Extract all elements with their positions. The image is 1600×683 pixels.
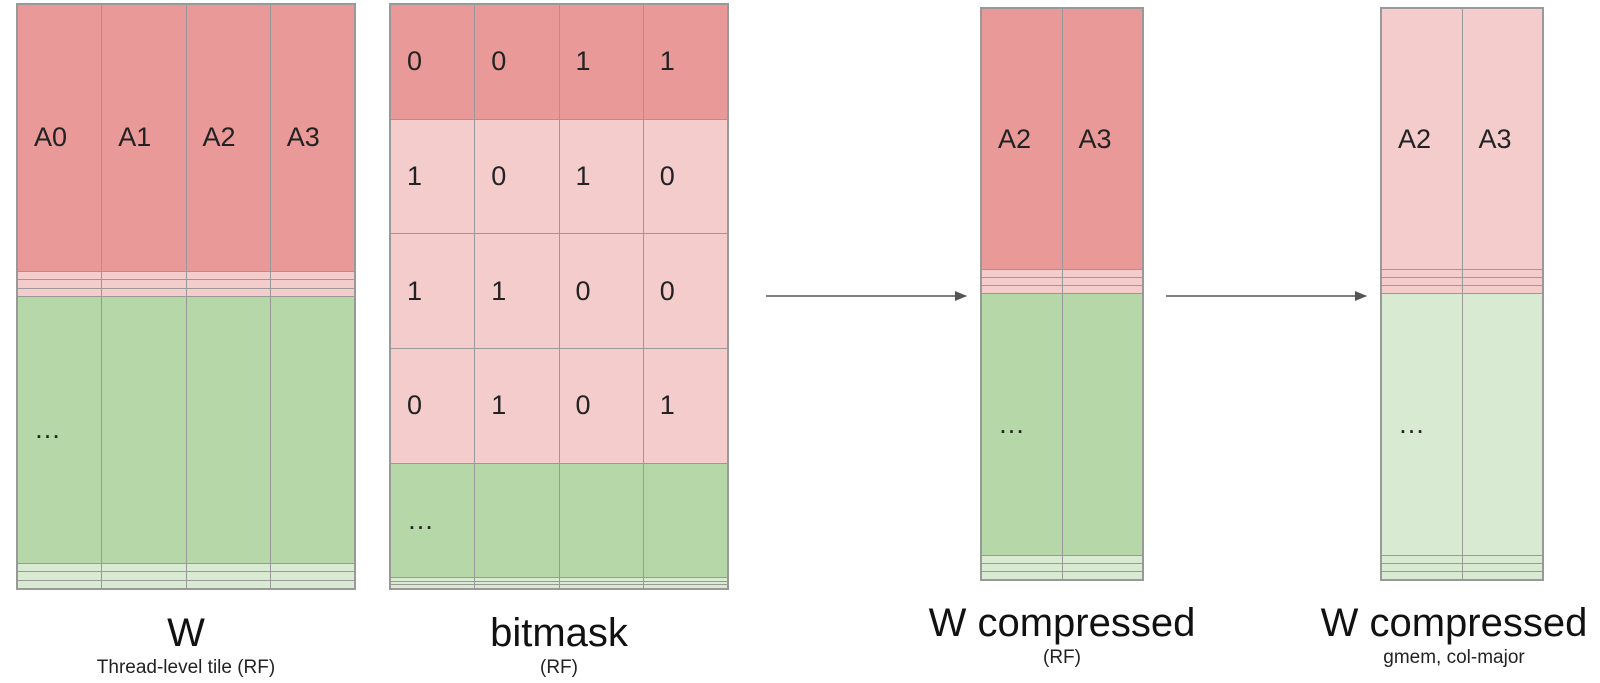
- grid-cell: …: [981, 293, 1063, 556]
- w-caption: W Thread-level tile (RF): [36, 610, 336, 680]
- w-compressed-rf-subtitle: (RF): [1043, 647, 1081, 668]
- grid-cell: 1: [642, 4, 729, 120]
- table-row: [389, 584, 729, 589]
- grid-cell: [269, 287, 356, 297]
- grid-cell: 1: [642, 347, 729, 464]
- w-title: W: [167, 611, 205, 655]
- bitmask-caption: bitmask (RF): [409, 610, 709, 680]
- w-compressed-rf-title: W compressed: [928, 601, 1196, 645]
- grid-cell: 0: [389, 4, 476, 120]
- w-compressed-gmem-title: W compressed: [1320, 601, 1588, 645]
- bitmask-title: bitmask: [490, 611, 628, 655]
- w-compressed-gmem-caption: W compressed gmem, col-major: [1312, 600, 1596, 670]
- grid-cell: [1061, 570, 1143, 581]
- grid-cell: 1: [558, 4, 644, 120]
- grid-cell: [1061, 285, 1143, 295]
- table-row: …: [16, 295, 356, 564]
- grid-cell: A3: [1461, 7, 1543, 271]
- table-row: [981, 570, 1143, 581]
- grid-cell: 1: [389, 233, 476, 349]
- grid-cell: 1: [389, 118, 476, 235]
- table-row: [1381, 570, 1543, 581]
- grid-cell: 0: [474, 4, 560, 120]
- grid-cell: [474, 462, 560, 579]
- grid-cell: [1461, 293, 1543, 556]
- grid-cell: [558, 462, 644, 579]
- grid-cell: 0: [558, 233, 644, 349]
- grid-cell: A1: [101, 4, 187, 272]
- grid-cell: [642, 462, 729, 579]
- grid-cell: …: [389, 462, 476, 579]
- grid-cell: 0: [642, 233, 729, 349]
- grid-cell: [1461, 570, 1543, 581]
- grid-cell: 0: [474, 118, 560, 235]
- grid-cell: 0: [389, 347, 476, 464]
- table-row: [16, 287, 356, 297]
- w-compressed-rf-caption: W compressed (RF): [912, 600, 1212, 670]
- grid-cell: [1461, 285, 1543, 295]
- table-row: [981, 285, 1143, 295]
- grid-cell: [185, 295, 271, 564]
- grid-cell: 1: [474, 347, 560, 464]
- grid-cell: 1: [558, 118, 644, 235]
- grid-cell: …: [1381, 293, 1463, 556]
- w-compressed-gmem-subtitle: gmem, col-major: [1383, 647, 1525, 668]
- grid-cell: [1061, 293, 1143, 556]
- grid-cell: A2: [981, 7, 1063, 271]
- grid-cell: [101, 295, 187, 564]
- table-row: [1381, 285, 1543, 295]
- grid-cell: 1: [474, 233, 560, 349]
- table-row: …: [981, 293, 1143, 556]
- table-row: …: [1381, 293, 1543, 556]
- table-row: [16, 579, 356, 590]
- grid-cell: [269, 579, 356, 590]
- grid-cell: A2: [1381, 7, 1463, 271]
- grid-cell: 0: [642, 118, 729, 235]
- grid-cell: A3: [1061, 7, 1143, 271]
- bitmask-subtitle: (RF): [540, 657, 578, 678]
- table-row: …: [389, 462, 729, 579]
- grid-cell: A3: [269, 4, 356, 272]
- grid-cell: [269, 295, 356, 564]
- grid-cell: A2: [185, 4, 271, 272]
- grid-cell: [642, 584, 729, 589]
- w-subtitle: Thread-level tile (RF): [96, 657, 276, 678]
